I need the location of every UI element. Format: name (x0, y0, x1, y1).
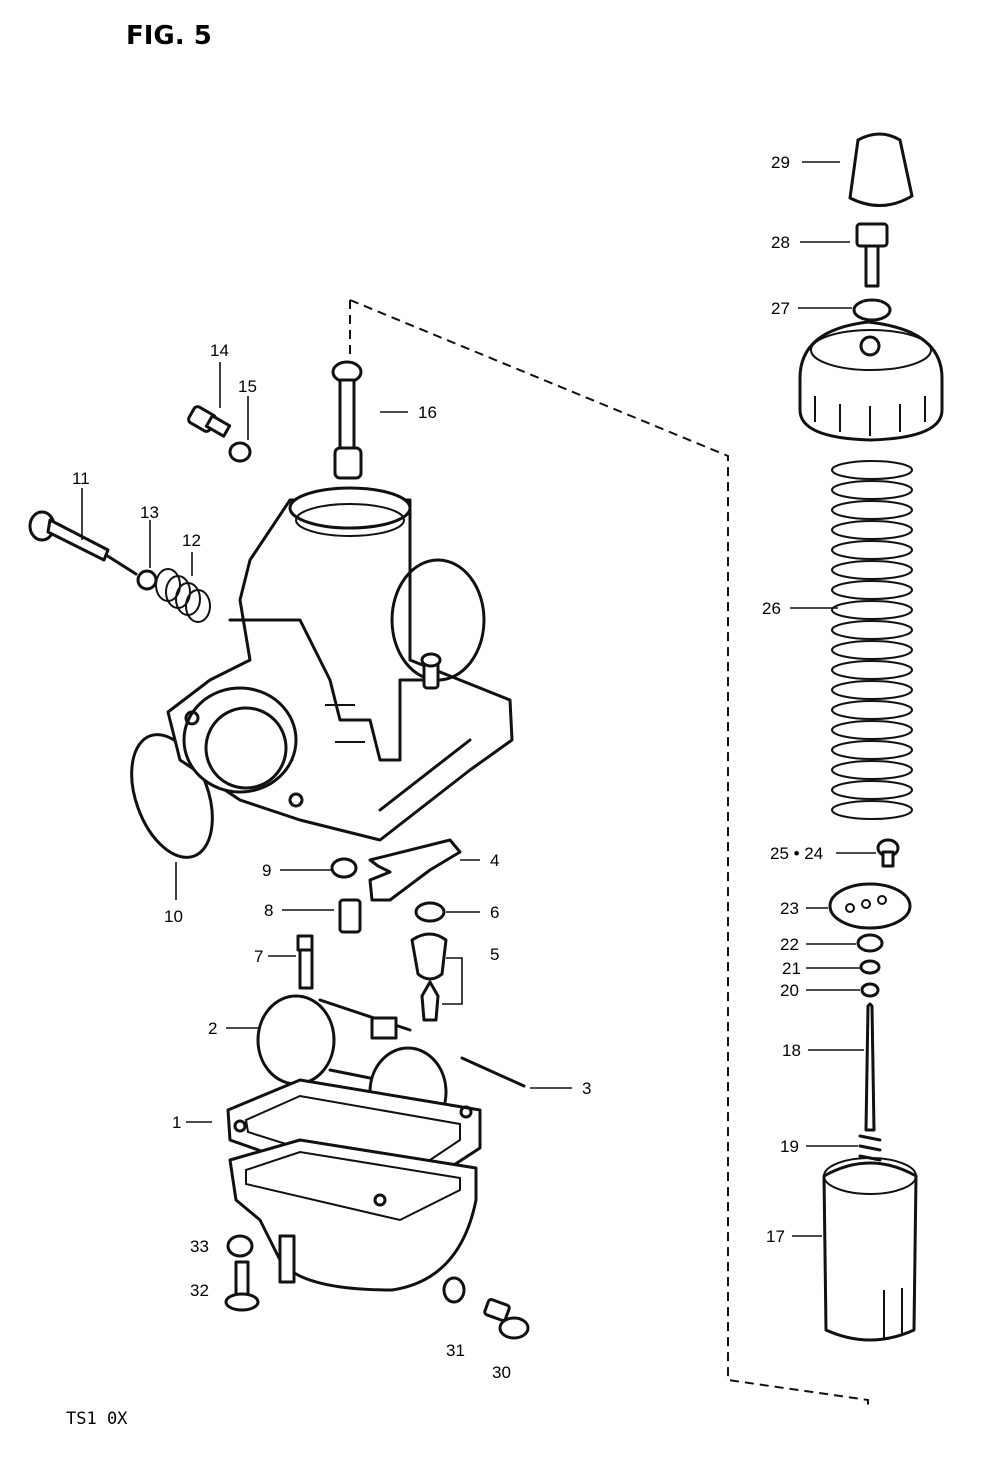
callout-12: 12 (182, 531, 201, 550)
callout-11: 11 (72, 469, 90, 488)
part-8-pilot-jet (338, 898, 362, 934)
model-code: TS1 0X (66, 1409, 128, 1429)
callout-31: 31 (446, 1341, 465, 1360)
callout-19: 19 (780, 1137, 799, 1156)
callout-2: 2 (208, 1019, 217, 1038)
part-6-o-ring (414, 901, 446, 923)
part-21-clip (859, 959, 881, 975)
part-cap-top (798, 320, 944, 442)
callout-3: 3 (582, 1079, 591, 1098)
spring-coil (831, 740, 913, 760)
spring-coil (831, 500, 913, 520)
part-14-screw (187, 405, 232, 438)
part-19-needle-spring (858, 1134, 882, 1172)
spring-coil (831, 720, 913, 740)
carburetor-body (166, 486, 514, 842)
part-16-cable-adjuster (331, 360, 363, 480)
spring-coil (831, 760, 913, 780)
callout-26: 26 (762, 599, 781, 618)
callout-labels: 29 28 27 26 25 • 24 23 22 21 20 18 19 17… (72, 153, 823, 1382)
callout-29: 29 (771, 153, 790, 172)
part-3-float-pin (460, 1056, 526, 1088)
part-9-washer (330, 857, 358, 879)
callout-10: 10 (164, 907, 183, 926)
callout-17: 17 (766, 1227, 785, 1246)
part-31-washer (442, 1276, 466, 1304)
assembly-dashed-line (349, 299, 869, 1410)
callout-8: 8 (264, 901, 273, 920)
callout-9: 9 (262, 861, 271, 880)
part-29-cap (848, 132, 914, 208)
part-20-washer (860, 982, 880, 998)
part-18-jet-needle (864, 1002, 876, 1132)
callout-15: 15 (238, 377, 257, 396)
part-22-ring (856, 933, 884, 953)
spring-coil (831, 580, 913, 600)
part-7-main-jet (296, 934, 314, 990)
spring-coil (831, 520, 913, 540)
figure-title: FIG. 5 (126, 21, 212, 51)
callout-18: 18 (782, 1041, 801, 1060)
part-11-air-screw (28, 510, 138, 576)
callout-7: 7 (254, 947, 263, 966)
callout-16: 16 (418, 403, 437, 422)
callout-14: 14 (210, 341, 229, 360)
part-12-air-screw-spring (155, 568, 211, 623)
part-13-o-ring (136, 569, 158, 591)
spring-coil (831, 700, 913, 720)
spring-coil (831, 780, 913, 800)
callout-32: 32 (190, 1281, 209, 1300)
callout-33: 33 (190, 1237, 209, 1256)
part-10-o-ring (130, 733, 214, 859)
callout-21: 21 (782, 959, 801, 978)
part-32-screw (224, 1260, 260, 1312)
callout-27: 27 (771, 299, 790, 318)
callout-1: 1 (172, 1113, 181, 1132)
part-15-washer (228, 441, 252, 463)
part-26-spring (831, 460, 913, 820)
spring-coil (831, 560, 913, 580)
leader-lines (81, 161, 876, 1237)
callout-20: 20 (780, 981, 799, 1000)
part-24-screw (876, 838, 900, 868)
spring-coil (831, 460, 913, 480)
part-23-plate (828, 882, 912, 930)
part-1-float-chamber (226, 1078, 482, 1292)
spring-coil (831, 600, 913, 620)
callout-28: 28 (771, 233, 790, 252)
spring-coil (831, 540, 913, 560)
spring-coil (831, 660, 913, 680)
spring-coil (831, 480, 913, 500)
callout-25-24: 25 • 24 (770, 844, 823, 863)
callout-22: 22 (780, 935, 799, 954)
part-17-throttle-slide (822, 1157, 918, 1342)
callout-30: 30 (492, 1363, 511, 1382)
part-28-adjuster (855, 222, 889, 288)
spring-coil (831, 680, 913, 700)
spring-coil (831, 640, 913, 660)
part-30-drain-plug (483, 1298, 530, 1340)
part-33-washer (226, 1234, 254, 1258)
callout-5: 5 (490, 945, 499, 964)
callout-23: 23 (780, 899, 799, 918)
callout-4: 4 (490, 851, 499, 870)
callout-6: 6 (490, 903, 499, 922)
spring-coil (831, 620, 913, 640)
spring-coil (831, 800, 913, 820)
part-27-nut (852, 298, 892, 322)
part-4-gasket (368, 838, 462, 902)
part-5-needle-valve (410, 932, 448, 1022)
callout-13: 13 (140, 503, 159, 522)
